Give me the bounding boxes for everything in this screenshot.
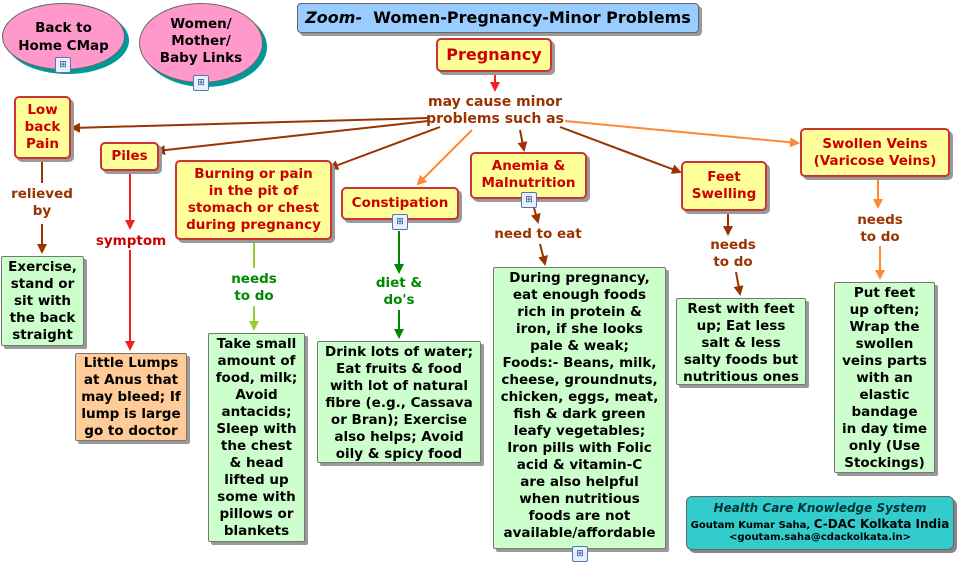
- constipation-advice: Drink lots of water; Eat fruits & food w…: [317, 341, 481, 463]
- author-org: C-DAC Kolkata India: [813, 517, 950, 531]
- swollen-veins-node: Swollen Veins (Varicose Veins): [800, 128, 950, 177]
- burning-pain-node: Burning or pain in the pit of stomach or…: [175, 160, 332, 240]
- veins-advice: Put feet up often; Wrap the swollen vein…: [834, 282, 935, 473]
- constipation-link-label: diet & do's: [375, 275, 423, 308]
- back-pain-advice: Exercise, stand or sit with the back str…: [1, 256, 84, 346]
- author-name: Goutam Kumar Saha,: [690, 520, 811, 531]
- arrow-anemia-advice: [538, 243, 548, 266]
- author-email[interactable]: <goutam.saha@cdackolkata.in>: [729, 532, 911, 543]
- links-line1: Women/: [170, 16, 232, 32]
- piles-link-label: symptom: [95, 233, 167, 249]
- women-mother-baby-links-button[interactable]: Women/ Mother/ Baby Links: [139, 3, 263, 83]
- arrow-anemia-link: [530, 207, 541, 224]
- title-text: Women-Pregnancy-Minor Problems: [373, 8, 691, 27]
- feet-link-label: needs to do: [710, 237, 756, 270]
- piles-node: Piles: [100, 142, 159, 171]
- concept-map-icon[interactable]: ⊞: [392, 214, 408, 230]
- concept-map-icon[interactable]: ⊞: [521, 192, 537, 208]
- back-line1: Back to: [35, 20, 92, 36]
- author-line: Goutam Kumar Saha, C-DAC Kolkata India: [687, 517, 953, 531]
- back-line2: Home CMap: [18, 38, 109, 54]
- arrow-to-back-pain: [70, 117, 429, 133]
- links-line3: Baby Links: [159, 50, 243, 66]
- concept-map-icon[interactable]: ⊞: [572, 546, 588, 562]
- page-title: Zoom- Women-Pregnancy-Minor Problems: [297, 3, 699, 33]
- arrow-to-anemia: [517, 129, 528, 152]
- arrow-to-piles: [155, 120, 429, 156]
- credit-box: Health Care Knowledge System Goutam Kuma…: [686, 496, 954, 550]
- concept-map-icon[interactable]: ⊞: [55, 57, 71, 73]
- concept-map-icon[interactable]: ⊞: [193, 75, 209, 91]
- pregnancy-node: Pregnancy: [436, 38, 552, 72]
- arrow-to-feet: [559, 126, 682, 174]
- feet-swelling-node: Feet Swelling: [681, 161, 767, 211]
- arrow-to-veins: [564, 120, 800, 148]
- burning-advice: Take small amount of food, milk; Avoid a…: [208, 333, 305, 542]
- title-prefix: Zoom-: [305, 8, 363, 27]
- burning-link-label: needs to do: [231, 271, 277, 304]
- root-link-label: may cause minor problems such as: [426, 94, 564, 127]
- low-back-pain-node: Low back Pain: [14, 96, 71, 159]
- anemia-advice: During pregnancy, eat enough foods rich …: [493, 267, 666, 549]
- arrow-feet-advice: [733, 271, 744, 296]
- links-line2: Mother/: [171, 33, 231, 49]
- arrow-to-constipation: [416, 129, 473, 186]
- veins-link-label: needs to do: [857, 212, 903, 245]
- back-pain-link-label: relieved by: [11, 186, 73, 219]
- feet-advice: Rest with feet up; Eat less salt & less …: [676, 298, 806, 385]
- system-name: Health Care Knowledge System: [713, 501, 927, 515]
- anemia-link-label: need to eat: [494, 226, 582, 242]
- arrow-to-burning: [328, 126, 441, 170]
- piles-advice: Little Lumps at Anus that may bleed; If …: [75, 353, 187, 441]
